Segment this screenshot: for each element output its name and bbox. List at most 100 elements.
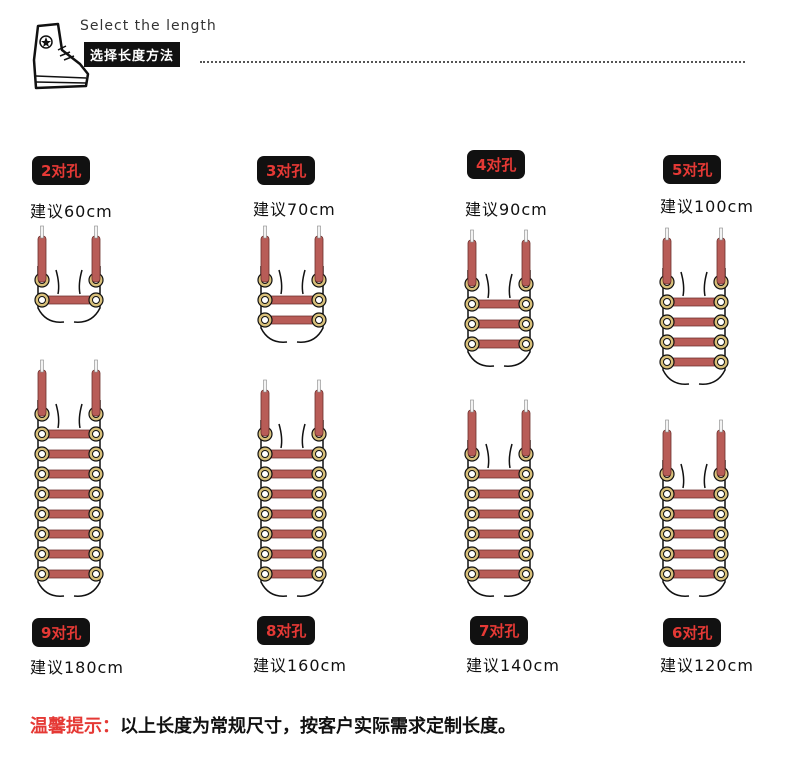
eyelet-hole (663, 298, 671, 306)
lace-bar (264, 569, 320, 579)
eyelet-hole (315, 316, 323, 324)
lace-bar (666, 337, 722, 347)
eyelet-hole (38, 430, 46, 438)
eyelet-hole (468, 490, 476, 498)
shoe-outline-right (296, 266, 324, 343)
lace-end-right (314, 235, 324, 283)
aglet-left (263, 379, 267, 393)
shoe-outline-left (662, 460, 690, 597)
header-title-cn: 选择长度方法 (84, 42, 181, 67)
lace-bar (41, 569, 97, 579)
lace-bar (471, 549, 527, 559)
eyelet-hole (468, 510, 476, 518)
eyelet-hole (261, 570, 269, 578)
eyelet-hole (717, 358, 725, 366)
eyelet-hole (315, 510, 323, 518)
aglet-right (317, 379, 321, 393)
aglet-right (317, 225, 321, 239)
eyelet-hole (717, 530, 725, 538)
lace-bar (264, 315, 320, 325)
length-9-pairs: 建议180cm (30, 658, 124, 677)
aglet-right (719, 227, 723, 241)
shoe-outline-right (503, 270, 531, 367)
lace-diagram-6-pairs (659, 419, 729, 597)
eyelet-hole (717, 338, 725, 346)
eyelet-hole (38, 570, 46, 578)
aglet-left (40, 225, 44, 239)
lace-bar (41, 489, 97, 499)
lace-diagram-4-pairs (464, 229, 534, 367)
eyelet-hole (92, 530, 100, 538)
lace-diagram-5-pairs (659, 227, 729, 385)
lace-bar (666, 489, 722, 499)
lace-end-right (314, 389, 324, 437)
eyelet-hole (717, 490, 725, 498)
shoe-outline-left (260, 420, 288, 597)
eyelet-hole (522, 510, 530, 518)
length-3-pairs: 建议70cm (253, 200, 336, 219)
eyelet-hole (315, 450, 323, 458)
lace-diagram-7-pairs (464, 399, 534, 597)
eyelet-hole (663, 550, 671, 558)
eyelet-hole (522, 320, 530, 328)
tongue-line-right (508, 443, 513, 469)
length-5-pairs: 建议100cm (660, 197, 754, 216)
eyelet-hole (315, 490, 323, 498)
tongue-line-left (55, 403, 60, 429)
shoe-outline-right (698, 460, 726, 597)
lace-bar (666, 317, 722, 327)
tongue-line-left (485, 443, 490, 469)
eyelet-hole (38, 510, 46, 518)
eyelet-hole (261, 296, 269, 304)
eyelet-hole (663, 318, 671, 326)
eyelet-hole (261, 316, 269, 324)
shoe-outline-left (467, 270, 495, 367)
lace-diagram-9-pairs (34, 359, 104, 597)
lace-end-right (91, 235, 101, 283)
eyelet-hole (522, 490, 530, 498)
lace-bar (666, 549, 722, 559)
lace-end-right (521, 239, 531, 287)
lace-bar (471, 299, 527, 309)
shoe-outline-right (73, 266, 101, 323)
lace-bar (471, 489, 527, 499)
lace-bar (41, 449, 97, 459)
tongue-line-left (278, 423, 283, 449)
eyelet-hole (468, 300, 476, 308)
eyelet-hole (663, 510, 671, 518)
tongue-line-right (78, 403, 83, 429)
eyelet-hole (663, 530, 671, 538)
lace-end-right (521, 409, 531, 457)
lace-bar (471, 319, 527, 329)
eyelet-hole (717, 298, 725, 306)
shoe-outline-right (73, 400, 101, 597)
eyelet-hole (468, 470, 476, 478)
length-8-pairs: 建议160cm (253, 656, 347, 675)
lace-bar (264, 449, 320, 459)
eyelet-hole (522, 530, 530, 538)
tongue-line-left (485, 273, 490, 299)
lace-bar (41, 509, 97, 519)
eyelet-hole (315, 296, 323, 304)
tongue-line-right (703, 271, 708, 297)
eyelet-hole (261, 490, 269, 498)
shoe-outline-left (37, 400, 65, 597)
eyelet-hole (261, 550, 269, 558)
length-2-pairs: 建议60cm (30, 202, 113, 221)
lace-diagram-3-pairs (257, 225, 327, 343)
eyelet-hole (261, 530, 269, 538)
lace-bar (264, 295, 320, 305)
lace-bar (471, 339, 527, 349)
tongue-line-left (680, 271, 685, 297)
length-7-pairs: 建议140cm (466, 656, 560, 675)
eyelet-hole (38, 450, 46, 458)
eyelet-hole (522, 550, 530, 558)
lace-bar (41, 549, 97, 559)
eyelet-hole (717, 550, 725, 558)
lace-bar (41, 529, 97, 539)
lace-bar (264, 529, 320, 539)
length-6-pairs: 建议120cm (660, 656, 754, 675)
eyelet-hole (468, 340, 476, 348)
tip-text: 以上长度为常规尺寸，按客户实际需求定制长度。 (120, 716, 516, 737)
eyelet-hole (468, 530, 476, 538)
